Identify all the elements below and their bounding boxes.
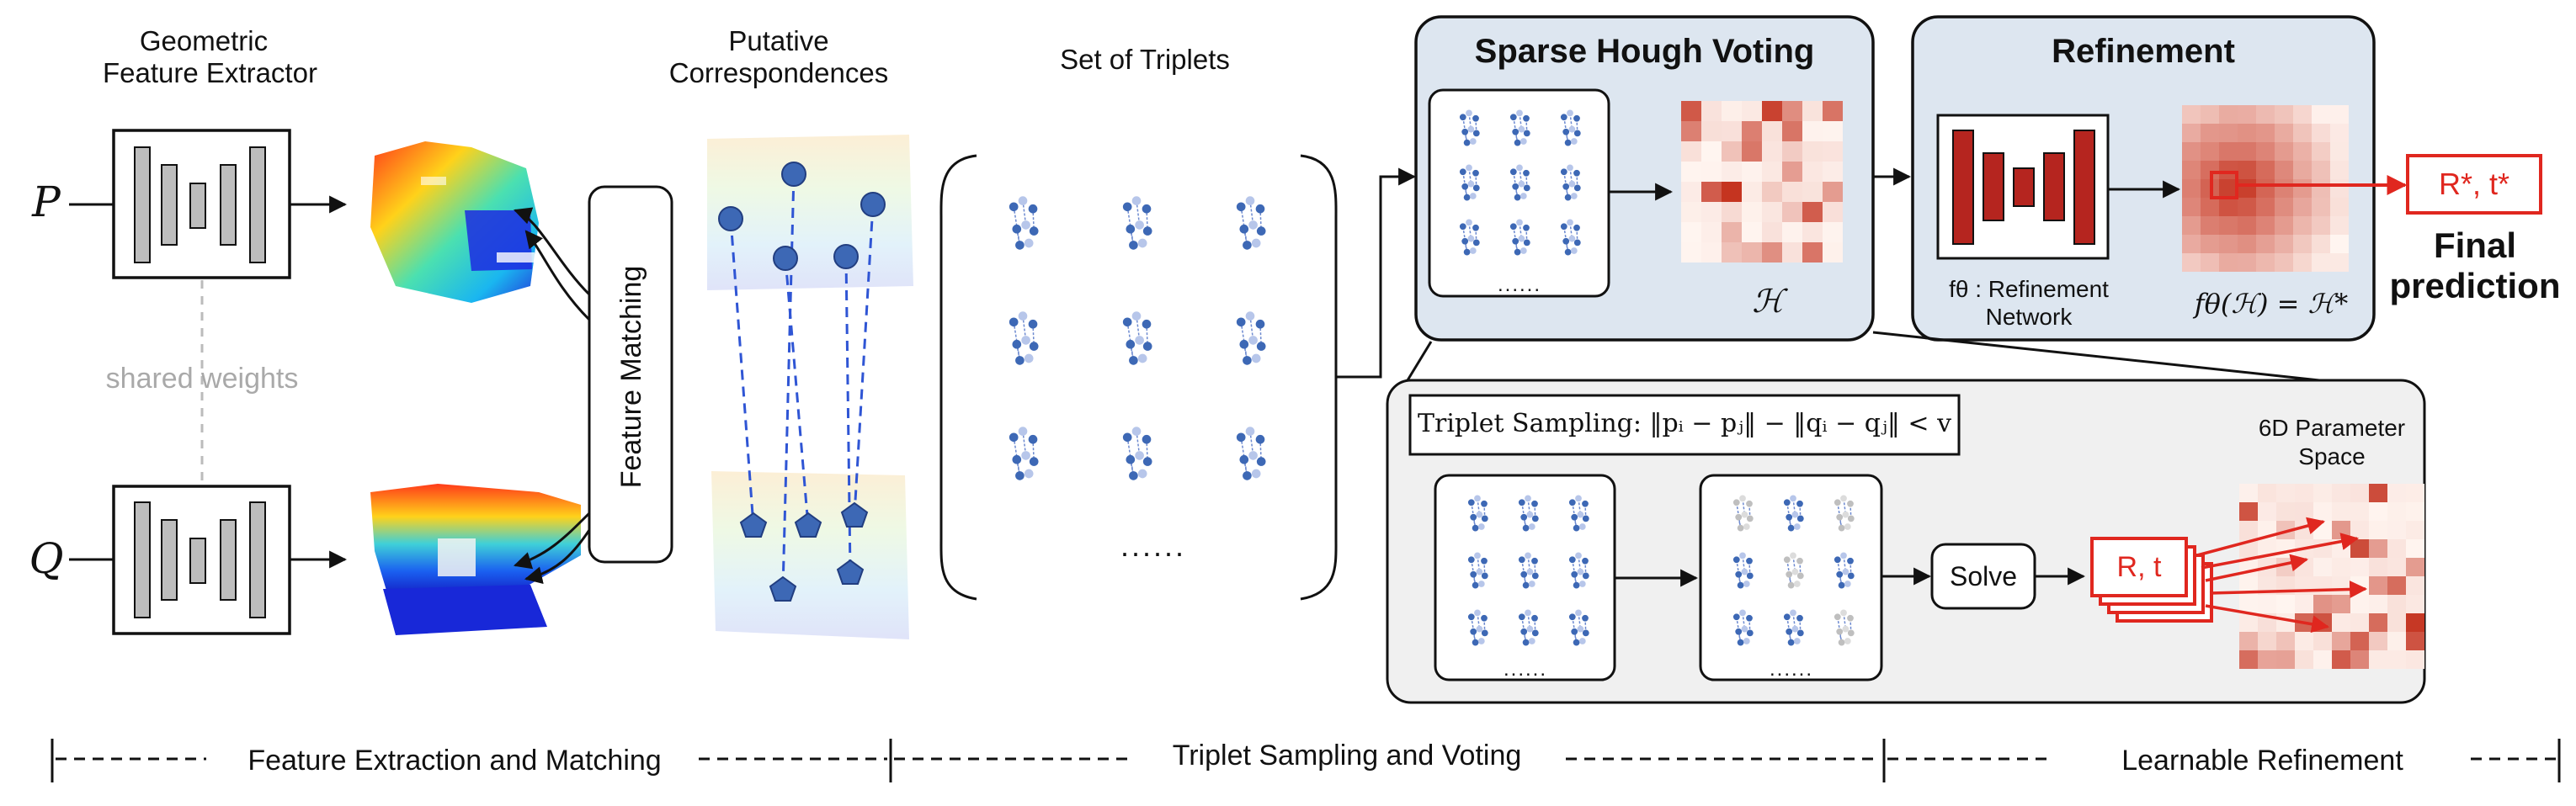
shared-weights-label: shared weights xyxy=(105,363,299,395)
triplet-glyph xyxy=(1560,164,1581,201)
final-prediction-label: Final prediction xyxy=(2374,225,2576,306)
triplet-glyph xyxy=(1560,219,1581,256)
solve-label: Solve xyxy=(1949,561,2018,591)
triplet-glyph xyxy=(1122,311,1152,365)
correspondences-title-line2: Correspondences xyxy=(668,57,889,88)
final-prediction-line2: prediction xyxy=(2389,266,2561,305)
pose-label: R, t xyxy=(2116,551,2162,583)
correspondences-title-line1: Putative xyxy=(728,25,829,56)
triplets-title: Set of Triplets xyxy=(1060,44,1230,75)
triplet-glyph xyxy=(1732,609,1754,646)
extractor-p xyxy=(69,129,348,279)
triplet-glyph xyxy=(1459,164,1480,201)
extractor-title-line2: Feature Extractor xyxy=(103,57,317,88)
triplet-glyph xyxy=(1518,552,1539,589)
triplet-glyph xyxy=(1834,495,1855,532)
triplet-glyph xyxy=(1509,109,1530,146)
triplet-glyph xyxy=(1560,109,1581,146)
refinement-title: Refinement xyxy=(2052,33,2235,70)
triplet-glyph xyxy=(1834,609,1855,646)
final-prediction-line1: Final xyxy=(2433,225,2516,265)
triplet-glyph xyxy=(1783,552,1804,589)
refinement-formula: fθ(ℋ) = ℋ* xyxy=(2194,288,2349,320)
triplet-glyph xyxy=(1518,495,1539,532)
triplet-glyph xyxy=(1236,196,1266,250)
refinement-network-label: fθ : Refinement Network xyxy=(1928,275,2130,331)
triplets-ellipsis: ...... xyxy=(1120,528,1186,563)
putative-correspondences xyxy=(707,135,913,639)
extractor-q xyxy=(69,485,348,635)
extractor-title: Geometric Feature Extractor xyxy=(103,25,317,89)
extractor-title-line1: Geometric xyxy=(139,25,269,56)
stage-label-2: Triplet Sampling and Voting xyxy=(1172,740,1522,772)
triplet-glyph xyxy=(1518,609,1539,646)
triplet-glyph xyxy=(1783,495,1804,532)
voting-card-ellipsis: ...... xyxy=(1497,273,1541,296)
triplet-glyph xyxy=(1732,552,1754,589)
input-q-label: Q xyxy=(29,534,64,583)
triplet-glyph xyxy=(1236,311,1266,365)
hough-voting-title: Sparse Hough Voting xyxy=(1474,33,1815,70)
triplet-glyph xyxy=(1568,552,1589,589)
triplet-glyph xyxy=(1834,552,1855,589)
refinement-panel xyxy=(1911,15,2408,342)
triplet-glyph xyxy=(1732,495,1754,532)
hough-space-symbol: ℋ xyxy=(1752,283,1784,320)
stage-label-3: Learnable Refinement xyxy=(2121,745,2403,777)
triplet-glyph xyxy=(1509,219,1530,256)
triplet-glyph xyxy=(1568,609,1589,646)
refinement-network-label-line1: fθ : Refinement xyxy=(1949,276,2109,302)
point-cloud-p xyxy=(370,141,539,303)
triplet-sampling-rule: Triplet Sampling: ‖pᵢ − pⱼ‖ − ‖qᵢ − qⱼ‖ … xyxy=(1417,409,1952,438)
detail-card2-ellipsis: ...... xyxy=(1769,658,1813,681)
stage-label-1: Feature Extraction and Matching xyxy=(247,745,662,777)
triplet-glyph xyxy=(1009,311,1039,365)
triplet-glyph xyxy=(1509,164,1530,201)
param-space-title-line2: Space xyxy=(2298,443,2366,469)
point-cloud-q xyxy=(370,484,581,635)
triplet-glyph xyxy=(1467,495,1488,532)
triplet-glyph xyxy=(1009,196,1039,250)
detail-panel xyxy=(1386,379,2426,704)
stage-bar xyxy=(51,739,2561,782)
triplet-glyph xyxy=(1122,196,1152,250)
refinement-network-label-line2: Network xyxy=(1985,304,2073,330)
input-p-label: P xyxy=(32,178,61,226)
triplet-glyph xyxy=(1459,219,1480,256)
final-output-label: R*, t* xyxy=(2438,167,2510,201)
feature-matching-box xyxy=(588,185,673,564)
triplet-glyph xyxy=(1122,427,1152,480)
detail-card1-ellipsis: ...... xyxy=(1503,658,1547,681)
triplet-glyph xyxy=(1467,552,1488,589)
triplet-glyph xyxy=(1459,109,1480,146)
triplet-glyph xyxy=(1009,427,1039,480)
triplet-glyph xyxy=(1236,427,1266,480)
final-output-box xyxy=(2406,154,2542,215)
triplet-glyph xyxy=(1467,609,1488,646)
feature-matching-label: Feature Matching xyxy=(615,265,647,489)
triplet-glyph xyxy=(1568,495,1589,532)
triplet-set xyxy=(939,154,1338,601)
hough-voting-panel xyxy=(1414,15,1875,342)
param-space-title-line1: 6D Parameter xyxy=(2258,415,2406,441)
correspondences-title: Putative Correspondences xyxy=(644,25,913,89)
triplet-glyph xyxy=(1783,609,1804,646)
param-space-title: 6D Parameter Space xyxy=(2218,414,2446,471)
